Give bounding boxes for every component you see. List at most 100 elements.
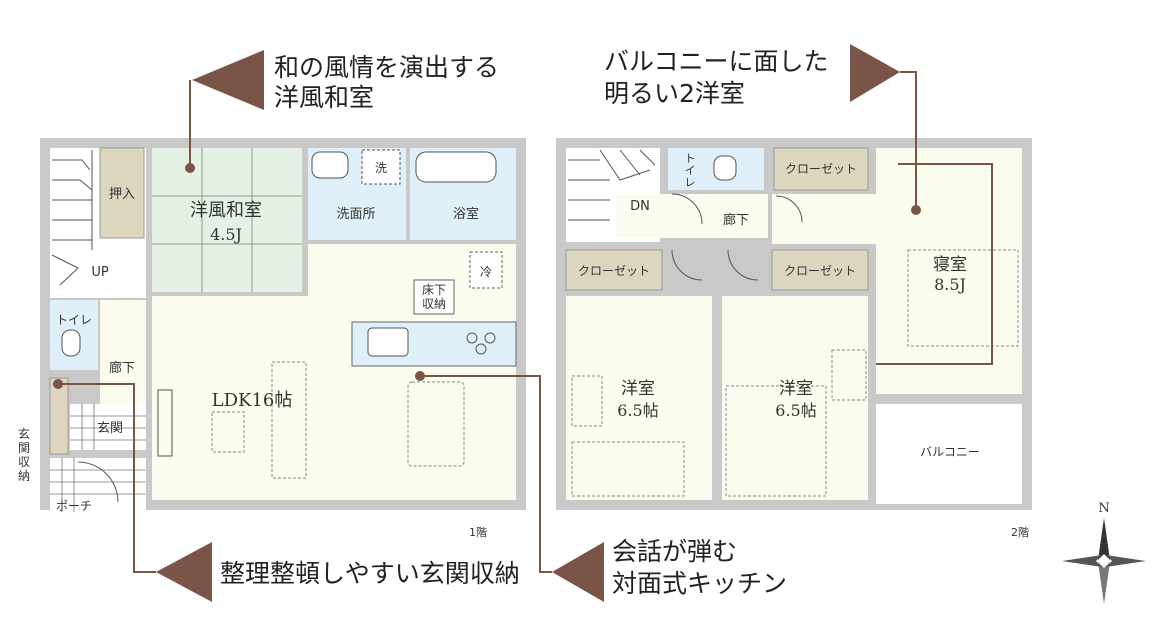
- floor1-genkan-shuno: [49, 377, 69, 455]
- floor1-entrance-door: [77, 461, 119, 503]
- callout-tl-line2: 洋風和室: [274, 83, 374, 112]
- compass: N: [1062, 501, 1146, 604]
- floor1-low-table: [211, 411, 245, 453]
- floor1-stair-lines: [51, 150, 93, 286]
- callout-tr-line2: 明るい2洋室: [604, 79, 745, 108]
- compass-north-needle: [1098, 518, 1110, 560]
- label-genkan-shuno-4: 納: [18, 469, 30, 483]
- floor2-closet-left: [565, 249, 663, 291]
- label-yoshitsu-mid-size: 6.5帖: [775, 401, 816, 420]
- marker-washitsu: [185, 163, 195, 173]
- callout-tr-line1: バルコニーに面した: [604, 47, 829, 76]
- floor2-left-bed: [571, 441, 685, 497]
- label-closet-left: クローゼット: [578, 264, 650, 278]
- label-shinshitsu: 寝室: [933, 254, 967, 275]
- floor1-toilet-bowl: [61, 329, 81, 357]
- label-closet-mid: クローゼット: [784, 264, 856, 278]
- callout-br-line1: 会話が弾む: [612, 537, 737, 566]
- callout-markers: [53, 163, 921, 389]
- floor1-bathtub: [415, 151, 497, 183]
- label-washitsu: 洋風和室: [190, 200, 262, 221]
- floor1-dining-table: [407, 381, 465, 467]
- label-yoshitsu-left: 洋室: [621, 379, 655, 399]
- label-shinshitsu-size: 8.5J: [934, 275, 966, 294]
- compass-north-label: N: [1098, 501, 1109, 516]
- floor1-stove: [466, 332, 496, 355]
- marker-genkan-shuno: [53, 379, 63, 389]
- floor2-balcony: [876, 404, 1022, 504]
- label-genkan-shuno-3: 収: [18, 455, 30, 469]
- compass-west-needle: [1062, 555, 1102, 567]
- label-senmen: 洗面所: [336, 207, 375, 222]
- floor1-underfloor-storage: [413, 279, 455, 315]
- floor2-yoshitsu-left: [566, 296, 712, 500]
- floor2-stair-lines: [568, 149, 656, 221]
- floor2-shinshitsu: [876, 148, 1022, 394]
- compass-south-needle: [1098, 562, 1110, 604]
- label-floor1: 1階: [469, 525, 487, 539]
- floor1-sink: [311, 151, 349, 179]
- arrow-bl: [156, 542, 212, 602]
- leader-br: [420, 375, 552, 573]
- label-rei: 冷: [480, 265, 492, 279]
- compass-east-needle: [1106, 555, 1146, 567]
- label-yokushitsu: 浴室: [453, 206, 479, 222]
- label-floor2: 2階: [1011, 525, 1029, 539]
- callout-tl-line1: 和の風情を演出する: [274, 53, 499, 82]
- floor1-washer: [361, 149, 401, 185]
- label-toilet2-2: イ: [685, 164, 696, 177]
- floor1-plan: [40, 138, 526, 512]
- floor2-left-desk: [571, 375, 603, 427]
- label-closet-top: クローゼット: [785, 162, 857, 176]
- label-porch: ポーチ: [56, 499, 92, 513]
- floor2-shinshitsu-ext: [772, 194, 876, 244]
- floor2-closet-mid: [771, 249, 869, 291]
- leader-bl: [58, 383, 156, 573]
- label-rouka2: 廊下: [723, 212, 749, 228]
- label-ldk: LDK16帖: [212, 390, 293, 411]
- label-yukashita-1: 床下: [422, 283, 446, 297]
- floor2-toilet-bowl: [713, 155, 737, 181]
- floor1-kitchen-sink: [367, 327, 409, 357]
- floor1-washitsu: [152, 148, 302, 292]
- arrow-tl: [192, 50, 264, 110]
- arrow-tr: [850, 44, 900, 102]
- floor2-mid-bed: [725, 385, 827, 497]
- label-dn: DN: [630, 199, 650, 214]
- label-genkan-shuno-1: 玄: [18, 426, 30, 441]
- floor1-oshiire: [99, 147, 145, 239]
- callout-bl: 整理整頓しやすい玄関収納: [220, 559, 520, 588]
- label-toilet2-3: レ: [685, 176, 696, 189]
- label-toilet1: トイレ: [56, 313, 92, 327]
- arrow-br: [552, 542, 604, 602]
- label-genkan-shuno-2: 関: [18, 441, 30, 455]
- floor1-sofa: [271, 361, 307, 479]
- callout-arrows: [156, 44, 900, 602]
- callout-br-line2: 対面式キッチン: [612, 569, 787, 598]
- label-balcony: バルコニー: [920, 445, 980, 459]
- label-yukashita-2: 収納: [422, 297, 446, 311]
- label-toilet2-1: ト: [685, 152, 696, 165]
- floor2-closet-top: [773, 147, 869, 191]
- label-washitsu-size: 4.5J: [210, 225, 242, 244]
- floor1-tatami-lines: [152, 148, 302, 292]
- callout-leaders: [58, 71, 993, 573]
- floor2-plan: [556, 138, 1032, 510]
- label-up: UP: [91, 265, 109, 280]
- label-rouka1: 廊下: [109, 360, 135, 376]
- leader-tr: [876, 71, 993, 365]
- label-yoshitsu-left-size: 6.5帖: [617, 401, 658, 420]
- marker-bedroom: [911, 205, 921, 215]
- floor2-yoshitsu-mid: [722, 296, 868, 500]
- label-sentaku: 洗: [375, 161, 387, 175]
- floor1-fridge: [469, 251, 503, 289]
- floor1-tv-board: [157, 389, 173, 457]
- floor2-doors: [671, 193, 803, 281]
- label-yoshitsu-mid: 洋室: [779, 379, 813, 399]
- marker-kitchen: [415, 371, 425, 381]
- floor1-porch-tiles: [50, 458, 146, 512]
- floor2-bed: [907, 249, 1019, 347]
- floor1-rouka: [100, 300, 146, 420]
- floor2-mid-desk: [831, 349, 867, 401]
